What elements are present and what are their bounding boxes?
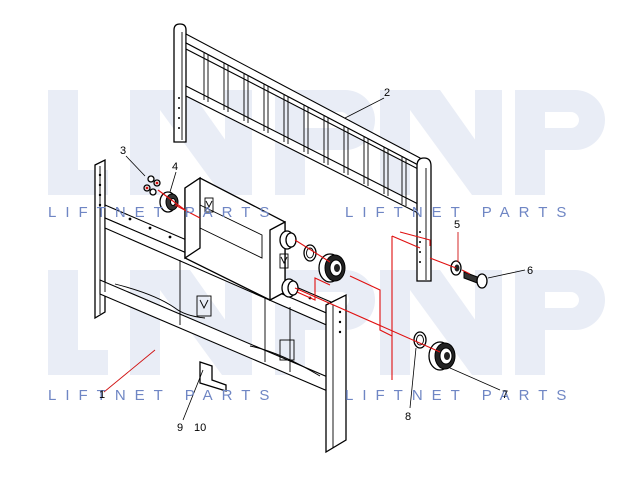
screws-part-3 [143,175,161,196]
callout-6: 6 [527,265,533,277]
callout-5: 5 [454,219,460,231]
callout-7: 7 [502,389,508,401]
watermark-label: LIFTNET PARTS [48,204,278,221]
lower-bearing-roller-part-7 [428,341,456,371]
callout-4: 4 [172,161,178,173]
watermark-label: LIFTNET PARTS [48,387,278,404]
callout-10: 10 [194,422,206,434]
roller-mount-bracket [184,176,299,302]
watermark-label: LIFTNET PARTS [345,204,575,221]
callout-1: 1 [99,389,105,401]
watermark-label: LIFTNET PARTS [345,387,575,404]
callout-2: 2 [384,87,390,99]
callout-labels: 1 2 3 4 5 6 7 8 9 10 [99,87,533,434]
bolt-part-6 [463,271,488,289]
load-backrest [173,23,432,282]
leader-lines [103,97,526,421]
callout-9: 9 [177,422,183,434]
upper-bearing-roller [318,253,346,283]
watermark-logo-top [48,90,605,195]
callout-3: 3 [120,145,126,157]
watermark-text: LIFTNET PARTS LIFTNET PARTS LIFTNET PART… [48,204,575,404]
watermark-logo-bottom [48,270,605,375]
callout-8: 8 [405,411,411,423]
assembly-lines [157,189,471,380]
